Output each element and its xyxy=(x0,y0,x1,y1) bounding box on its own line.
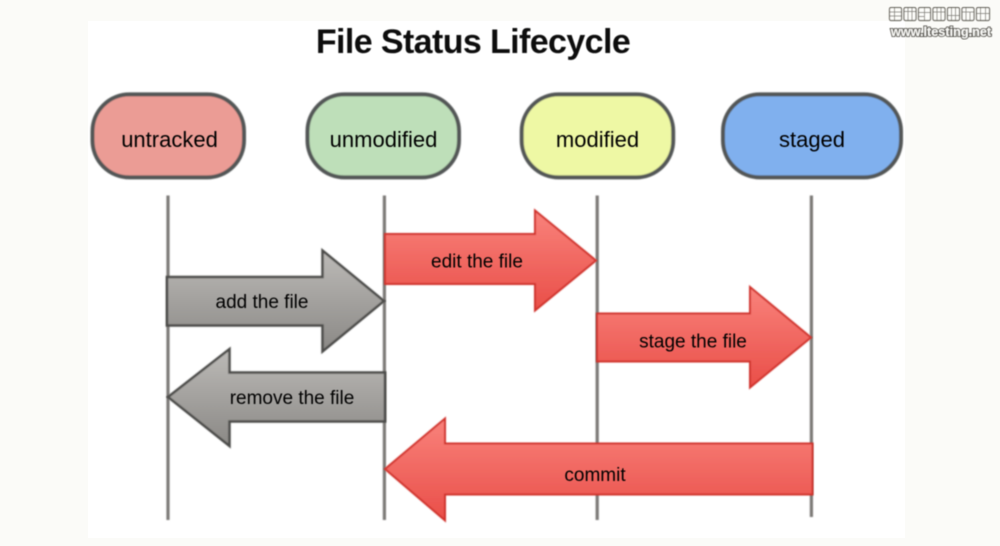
svg-text:File Status Lifecycle: File Status Lifecycle xyxy=(316,23,630,61)
svg-text:remove the file: remove the file xyxy=(230,388,355,409)
svg-text:unmodified: unmodified xyxy=(330,127,438,152)
svg-text:add the file: add the file xyxy=(216,292,309,313)
svg-text:untracked: untracked xyxy=(121,127,218,152)
svg-text:staged: staged xyxy=(779,127,845,152)
svg-text:stage the file: stage the file xyxy=(639,332,747,353)
svg-text:edit the file: edit the file xyxy=(431,252,523,273)
svg-text:modified: modified xyxy=(556,127,639,152)
svg-text:www.ltesting.net: www.ltesting.net xyxy=(890,25,992,39)
svg-text:commit: commit xyxy=(564,465,626,486)
